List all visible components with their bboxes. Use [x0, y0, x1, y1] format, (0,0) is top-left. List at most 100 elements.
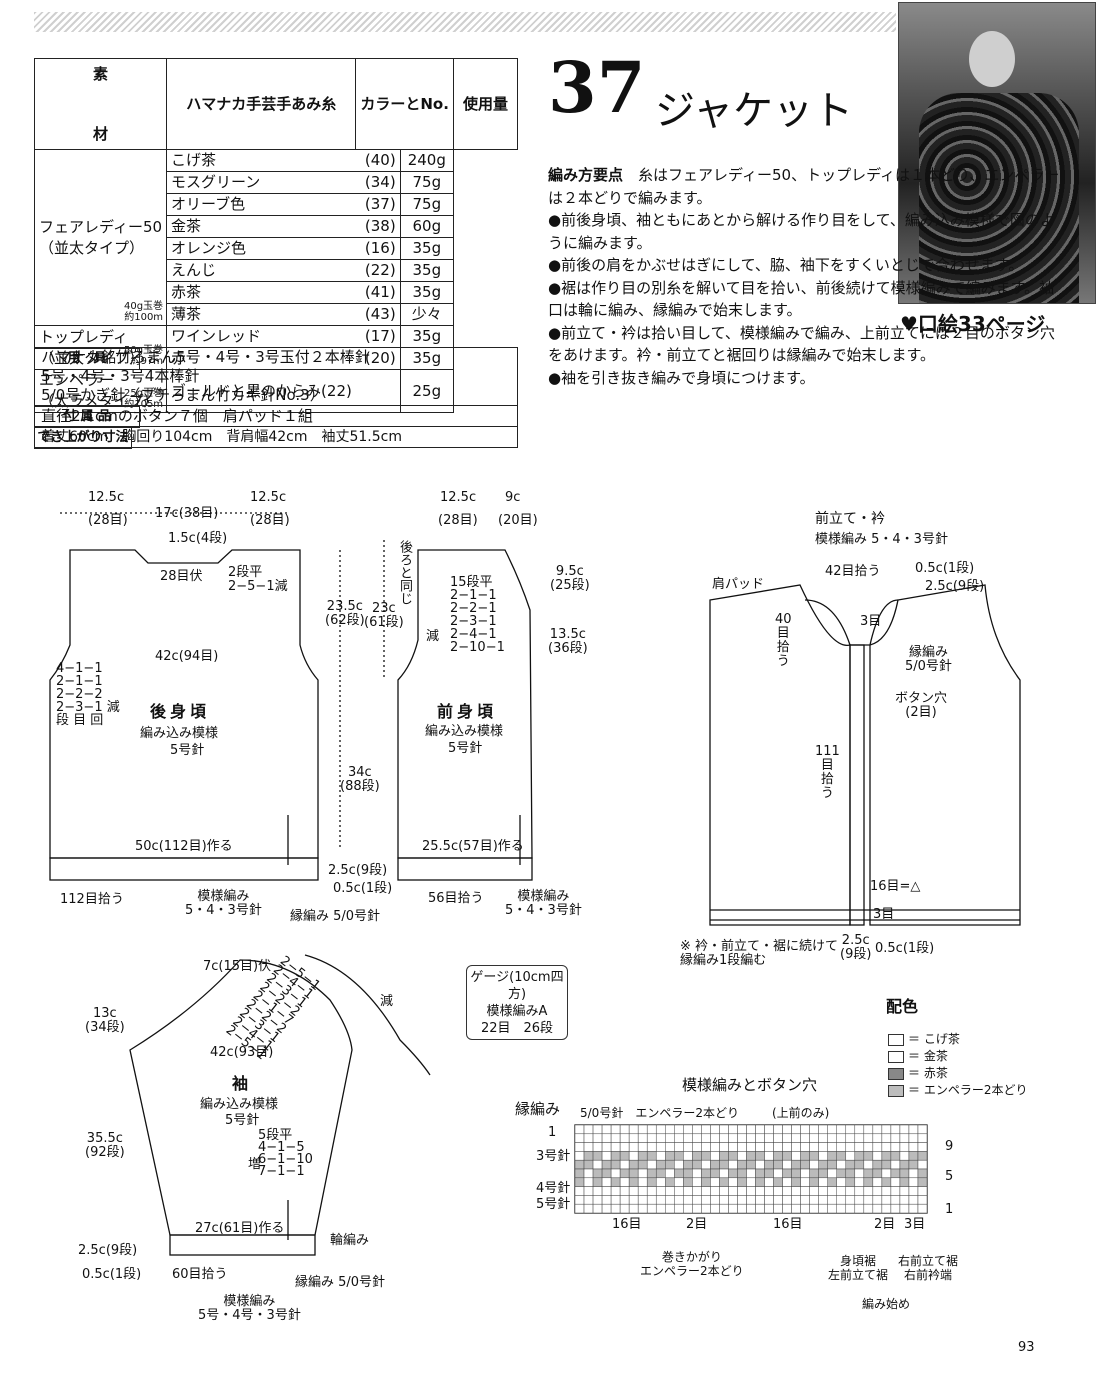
yarn-name: フェアレディー50 [39, 217, 163, 236]
chart-cell [646, 1142, 657, 1152]
chart-cell [836, 1177, 847, 1187]
chart-cell [619, 1159, 630, 1170]
back-body-outline [49, 549, 319, 859]
chart-cell [719, 1133, 729, 1143]
chart-cell [854, 1177, 865, 1187]
color-swatch [888, 1067, 904, 1080]
chart-cell [637, 1177, 648, 1187]
chart-cell [854, 1168, 865, 1179]
chart-cell [755, 1124, 765, 1135]
color-swatch [888, 1033, 904, 1046]
chart-cell [628, 1124, 639, 1135]
chart-cell [719, 1142, 729, 1152]
chart-cell [845, 1142, 856, 1152]
chart-cell [665, 1133, 675, 1143]
chart-cell [800, 1177, 810, 1187]
back-cast-on: 50c(112目)作る [135, 839, 233, 854]
chart-cell [818, 1124, 828, 1135]
color-legend-title: 配色 [886, 997, 919, 1016]
chart-cell [646, 1177, 657, 1187]
chart-cell [701, 1203, 711, 1214]
chart-start: 編み始め [862, 1297, 911, 1311]
chart-cell [628, 1195, 639, 1205]
chart-cell [917, 1151, 928, 1161]
chart-cell [755, 1203, 765, 1214]
sleeve-width: 42c(93目) [210, 1045, 274, 1060]
chart-cell [782, 1142, 792, 1152]
chart-cell [619, 1195, 630, 1205]
back-shoulder-width: 42c(94目) [155, 649, 219, 664]
chart-cell [872, 1168, 883, 1179]
chart-title: 模様編みとボタン穴 [682, 1076, 818, 1094]
color-swatch [888, 1050, 904, 1063]
chart-cell [899, 1142, 910, 1152]
chart-cell [791, 1186, 801, 1196]
chart-cell [881, 1177, 892, 1187]
instructions: 編み方要点 糸はフェアレディー50、トップレディは１本どり、エンペラーは２本どり… [548, 164, 1068, 389]
chart-cell [583, 1142, 594, 1152]
chart-cell [809, 1186, 819, 1196]
front-hem [397, 857, 533, 881]
color-name: ワインレッド [166, 325, 356, 348]
instruction-6: ●袖を引き抜き編みで身頃につけます。 [548, 368, 815, 387]
gauge-box: ゲージ(10cm四方) 模様編みA 22目 26段 [466, 965, 568, 1040]
chart-cell [619, 1203, 630, 1214]
chart-cell [574, 1133, 585, 1143]
chart-cell [863, 1142, 874, 1152]
chart-cell [665, 1186, 675, 1196]
chart-cell [917, 1195, 928, 1205]
chart-cell [683, 1186, 693, 1196]
front-neck-dec: 15段平 2−1−1 2−2−1 2−3−1 2−4−1 2−10−1 [450, 575, 505, 655]
chart-cell [809, 1124, 819, 1135]
sleeve-round: 輪編み [330, 1233, 370, 1248]
color-legend-item: ＝ エンペラー2本どり [888, 1081, 1027, 1098]
chart-cell [583, 1124, 594, 1135]
chart-cell [710, 1168, 720, 1179]
chart-cell [818, 1142, 828, 1152]
placket-buttonhole: ボタン穴 (2目) [895, 691, 948, 720]
chart-cell [628, 1203, 639, 1214]
chart-st-2: 2目 [686, 1217, 708, 1232]
instruction-2: ●前後身頃、袖ともにあとから解ける作り目をして、編み込み模様で図のように編みます… [548, 211, 1055, 252]
back-name: 後身頃 [150, 702, 211, 721]
chart-cell [791, 1124, 801, 1135]
color-legend-label: ＝ 金茶 [908, 1049, 948, 1063]
placket-w1: 0.5c(1段) [915, 561, 975, 576]
chart-cell [637, 1124, 648, 1135]
chart-cell [863, 1195, 874, 1205]
chart-cell [655, 1159, 666, 1170]
chart-cell [764, 1151, 774, 1161]
chart-cell [610, 1124, 621, 1135]
chart-cell [872, 1142, 883, 1152]
chart-cell [827, 1195, 837, 1205]
sleeve-cuff [169, 1234, 316, 1256]
chart-cell [692, 1195, 702, 1205]
chart-cell [592, 1159, 603, 1170]
chart-cell [863, 1159, 874, 1170]
color-name: 赤茶 [166, 281, 356, 304]
chart-cell [899, 1186, 910, 1196]
chart-cell [827, 1159, 837, 1170]
chart-cell [845, 1133, 856, 1143]
front-band [849, 644, 865, 926]
chart-cell [637, 1151, 648, 1161]
chart-cell [737, 1159, 747, 1170]
chart-cell [746, 1177, 756, 1187]
chart-cell [674, 1133, 684, 1143]
chart-cell [827, 1177, 837, 1187]
chart-cell [646, 1203, 657, 1214]
chart-cell [845, 1168, 856, 1179]
chart-cell [674, 1203, 684, 1214]
color-legend-item: ＝ こげ茶 [888, 1030, 960, 1047]
front-pattern: 編み込み模様 [425, 724, 504, 739]
chart-cell [881, 1168, 892, 1179]
chart-cell [863, 1177, 874, 1187]
chart-cell [881, 1195, 892, 1205]
chart-cell [854, 1124, 865, 1135]
color-amount: 240g [399, 149, 454, 172]
chart-cell [764, 1133, 774, 1143]
chart-cell [646, 1186, 657, 1196]
color-name: こげ茶 [166, 149, 356, 172]
chart-cell [592, 1142, 603, 1152]
chart-cell [655, 1195, 666, 1205]
